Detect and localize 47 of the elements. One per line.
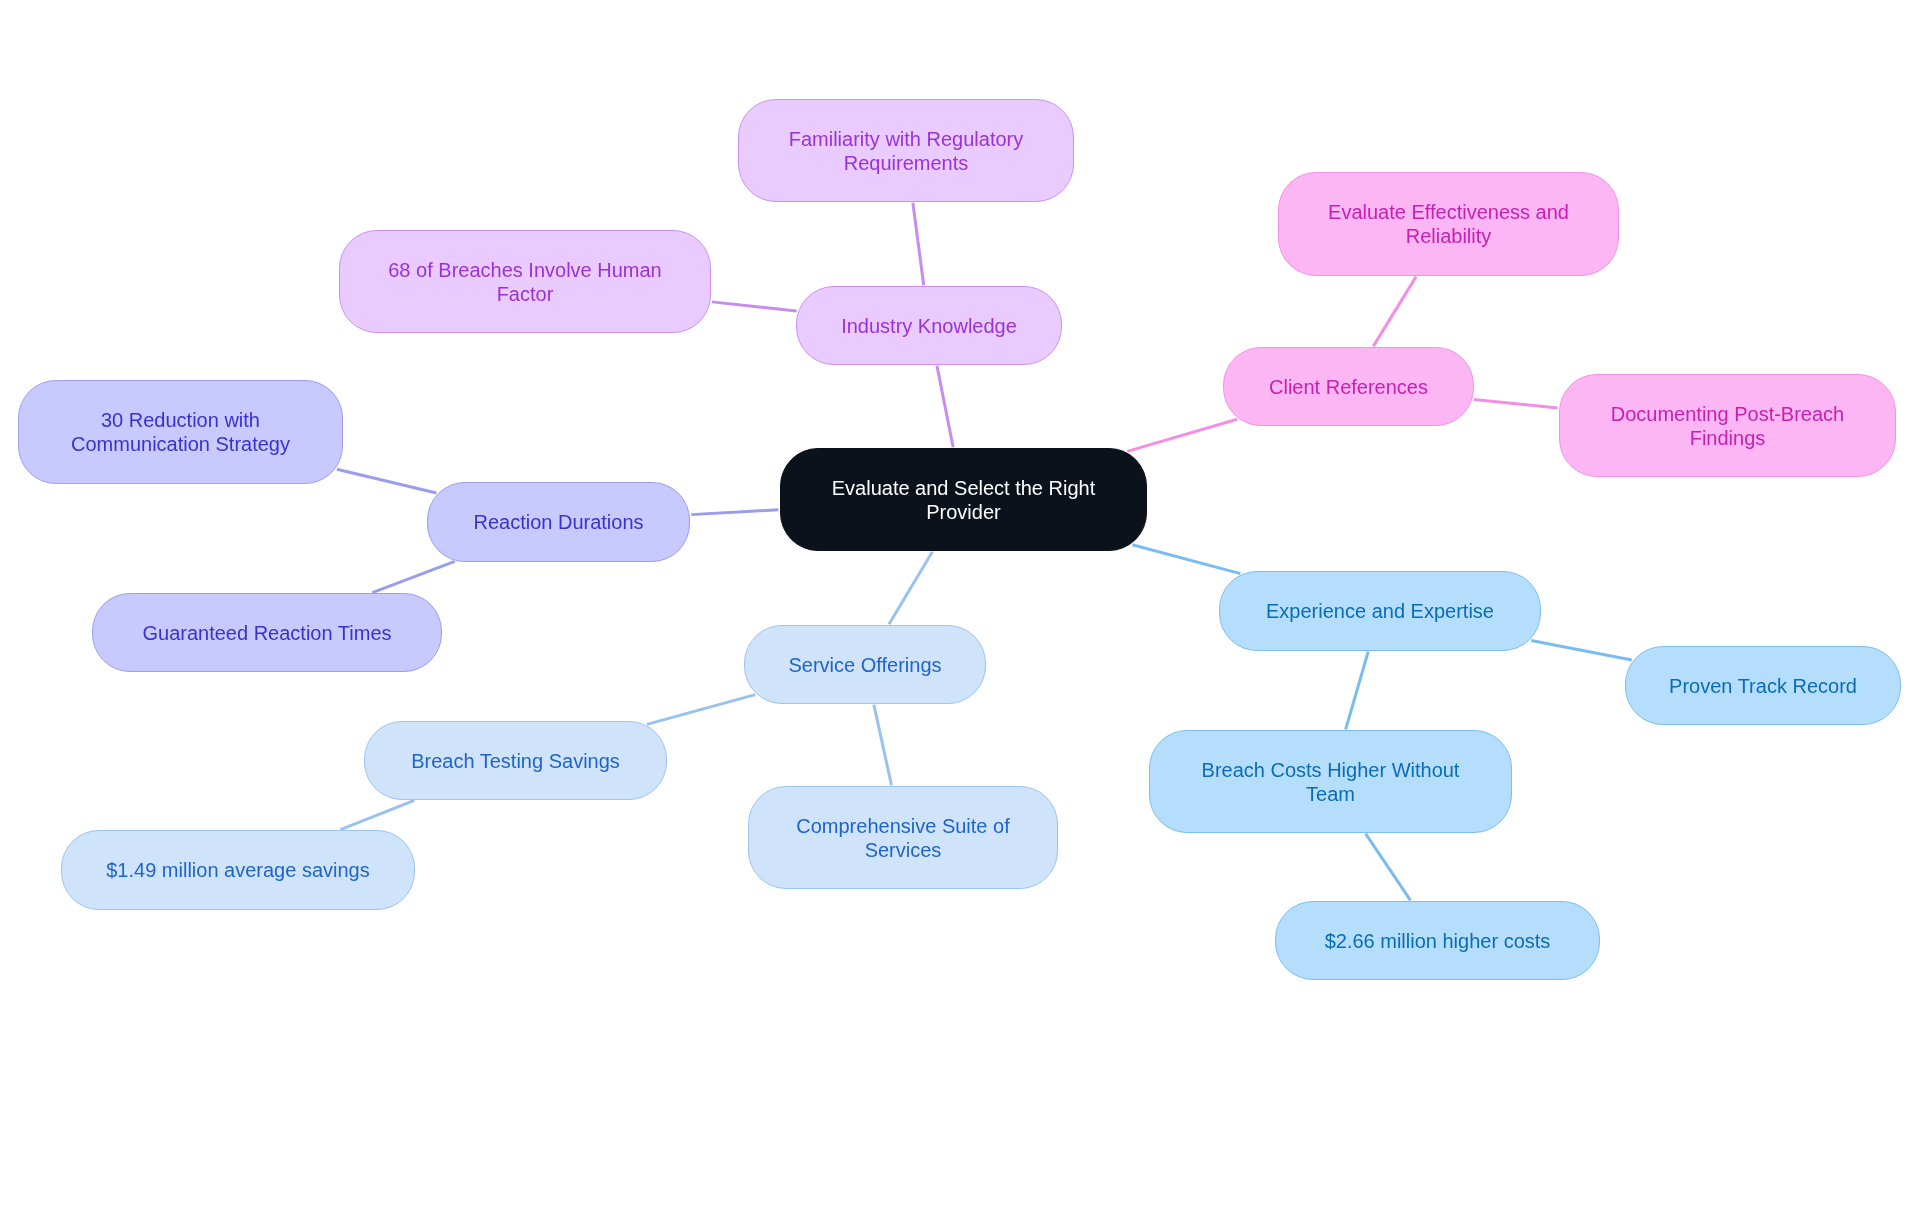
- connector-line: [691, 508, 779, 517]
- node-text: Service Offerings: [788, 652, 942, 677]
- central-topic-node: [780, 448, 1147, 551]
- node-text: Proven Track Record: [1669, 673, 1857, 698]
- connector-line: [339, 799, 415, 831]
- node-text: Familiarity with Regulatory Requirements: [787, 126, 1025, 175]
- connector-line: [1473, 397, 1558, 410]
- topic-node: [1219, 571, 1541, 651]
- topic-node: [1278, 172, 1619, 276]
- node-text: Reaction Durations: [473, 510, 644, 534]
- connector-line: [1364, 832, 1412, 902]
- connector-line: [336, 467, 437, 495]
- node-text: Breach Costs Higher Without Team: [1200, 757, 1461, 806]
- node-text: 30 Reduction with Communication Strategy: [70, 408, 291, 456]
- connector-line: [1530, 638, 1633, 662]
- connector-line: [646, 693, 756, 726]
- connector-line: [1131, 543, 1241, 576]
- node-text: 68 of Breaches Involve Human Factor: [387, 257, 663, 306]
- node-text: Evaluate Effectiveness and Reliability: [1327, 200, 1570, 248]
- node-text: Documenting Post-Breach Findings: [1609, 401, 1846, 450]
- node-text: $1.49 million average savings: [106, 858, 370, 882]
- topic-node: [427, 482, 690, 562]
- connector-line: [371, 559, 456, 594]
- node-text: Breach Testing Savings: [411, 748, 620, 773]
- node-text: Experience and Expertise: [1266, 599, 1494, 623]
- connector-line: [887, 550, 934, 626]
- node-text: Guaranteed Reaction Times: [142, 620, 392, 645]
- connector-line: [872, 704, 893, 786]
- node-text: Industry Knowledge: [841, 313, 1017, 338]
- node-text: $2.66 million higher costs: [1324, 928, 1551, 953]
- topic-node: [339, 230, 711, 333]
- node-text: Comprehensive Suite of Services: [795, 813, 1011, 862]
- topic-node: [738, 99, 1074, 202]
- connector-line: [911, 202, 926, 286]
- connector-line: [935, 365, 955, 448]
- node-text: Evaluate and Select the Right Provider: [830, 475, 1097, 524]
- topic-node: [748, 786, 1058, 889]
- topic-node: [1149, 730, 1512, 833]
- node-text: Client References: [1269, 374, 1428, 399]
- topic-node: [1559, 374, 1896, 477]
- connector-line: [711, 300, 797, 313]
- connector-line: [1371, 275, 1418, 348]
- topic-node: [1223, 347, 1474, 426]
- topic-node: [744, 625, 986, 704]
- topic-node: [18, 380, 343, 484]
- connector-line: [1126, 417, 1238, 453]
- connector-line: [1344, 651, 1370, 730]
